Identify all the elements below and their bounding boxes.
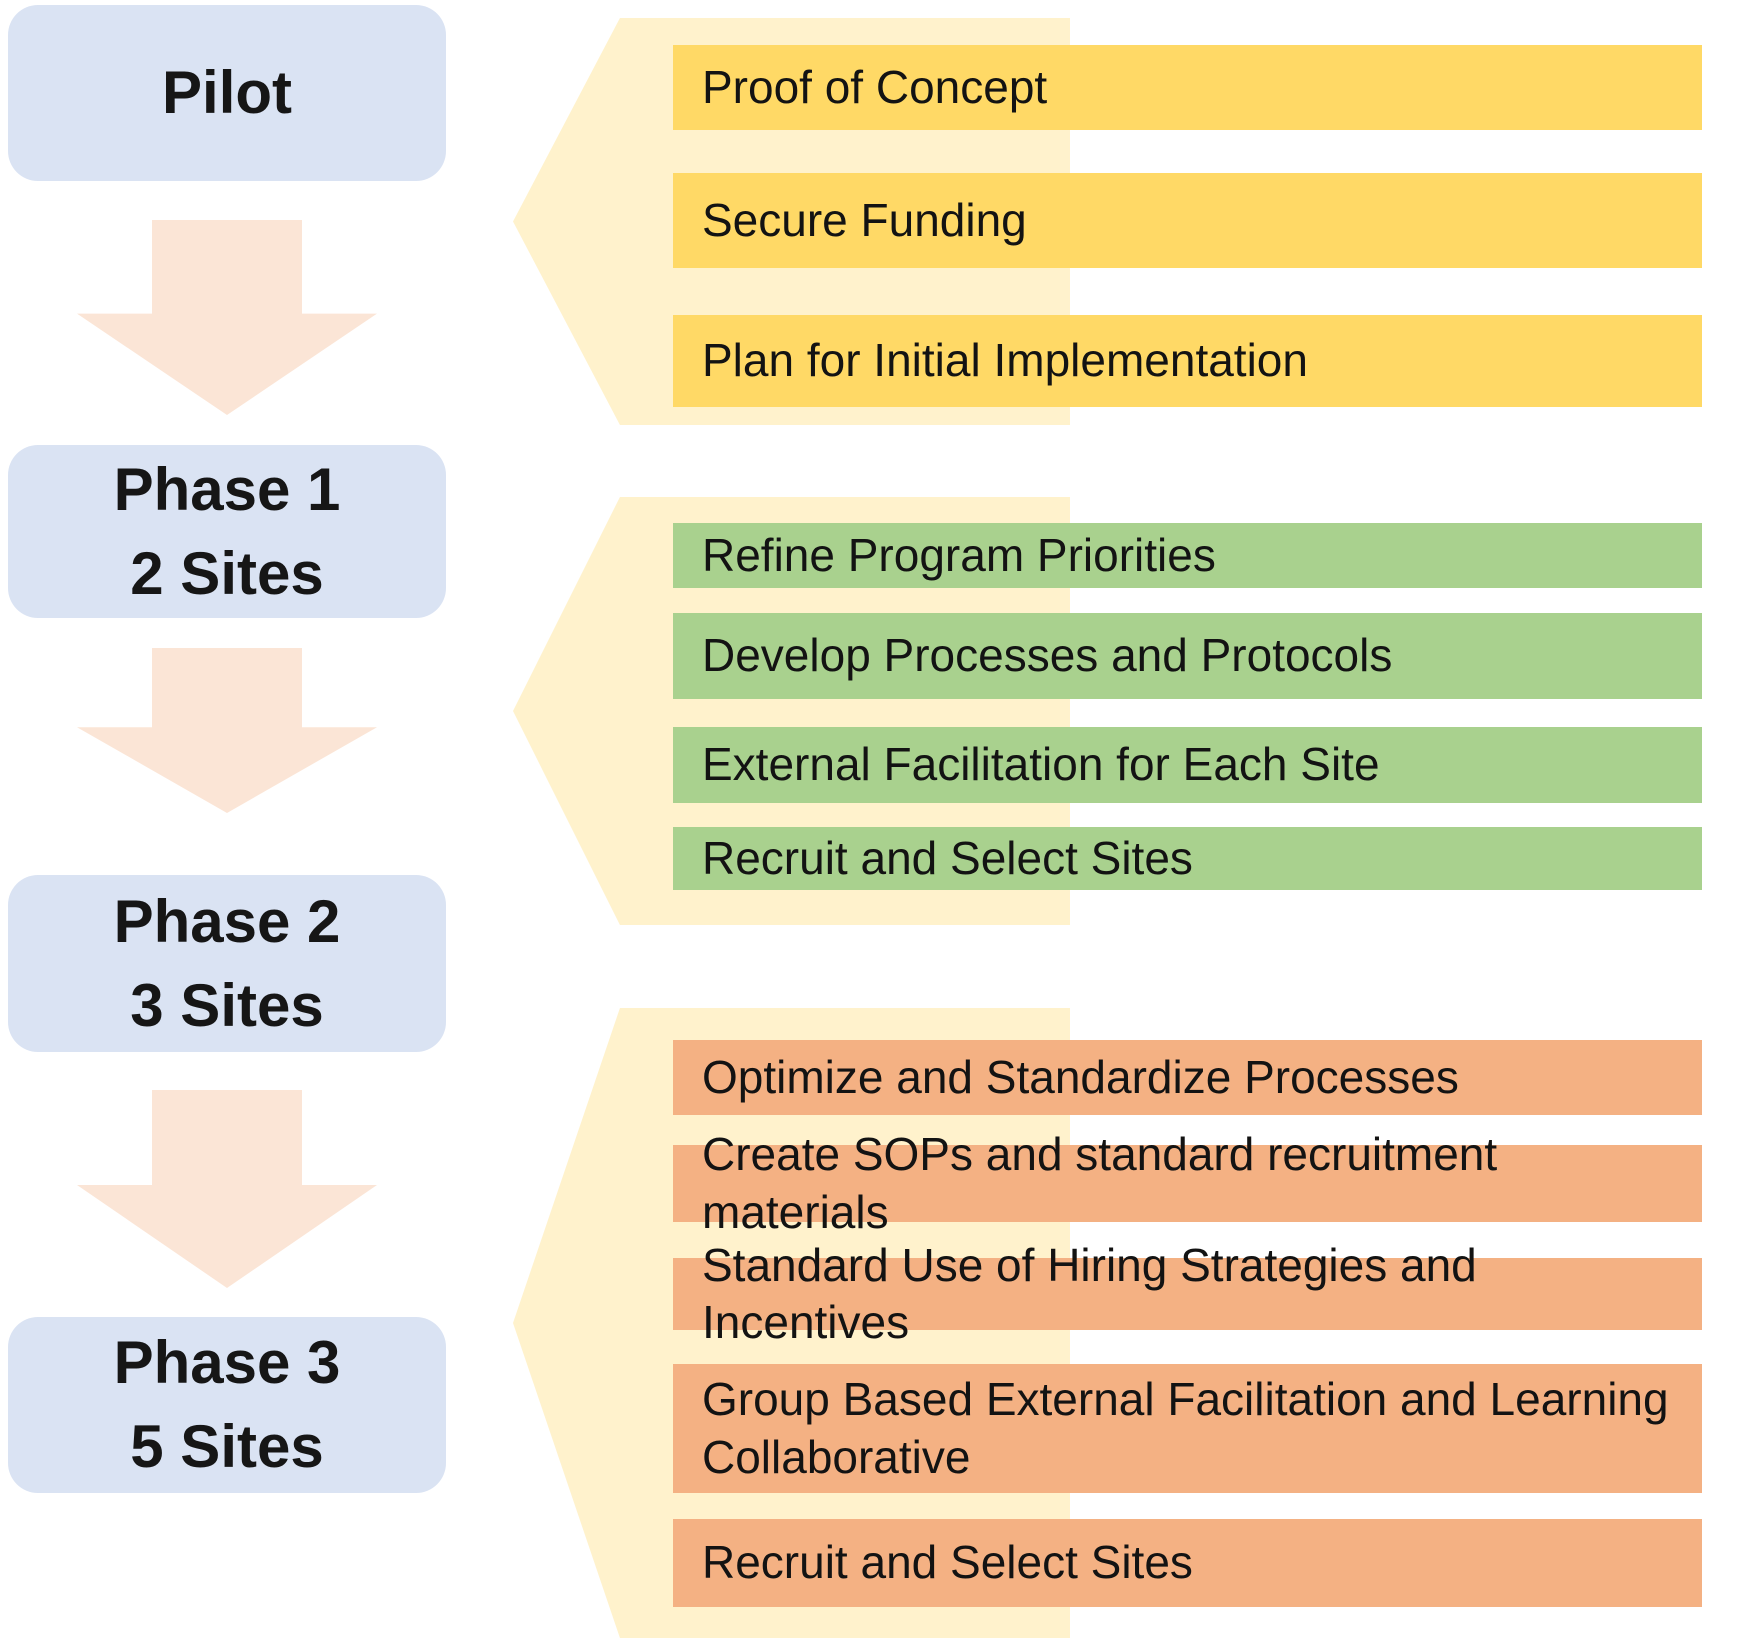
activity-bar: Refine Program Priorities (673, 523, 1702, 588)
phase-box-phase2: Phase 2 3 Sites (8, 875, 446, 1052)
phase-box-phase1: Phase 1 2 Sites (8, 445, 446, 618)
down-arrow-icon (77, 220, 377, 415)
activity-bar: Recruit and Select Sites (673, 827, 1702, 890)
down-arrow-icon (77, 1090, 377, 1288)
activity-bar: Recruit and Select Sites (673, 1519, 1702, 1607)
activity-bar: Plan for Initial Implementation (673, 315, 1702, 407)
activity-bar: Secure Funding (673, 173, 1702, 268)
activity-bar: Standard Use of Hiring Strategies and In… (673, 1239, 1702, 1348)
activity-bar: Create SOPs and standard recruitment mat… (673, 1128, 1702, 1238)
activity-bar: Optimize and Standardize Processes (673, 1040, 1702, 1115)
activity-bar: Group Based External Facilitation and Le… (673, 1364, 1702, 1493)
activity-bar: Proof of Concept (673, 45, 1702, 130)
activity-bar: External Facilitation for Each Site (673, 727, 1702, 803)
activity-bar: Develop Processes and Protocols (673, 613, 1702, 699)
phase-box-phase3: Phase 3 5 Sites (8, 1317, 446, 1493)
phase-box-pilot: Pilot (8, 5, 446, 181)
down-arrow-icon (77, 648, 377, 813)
